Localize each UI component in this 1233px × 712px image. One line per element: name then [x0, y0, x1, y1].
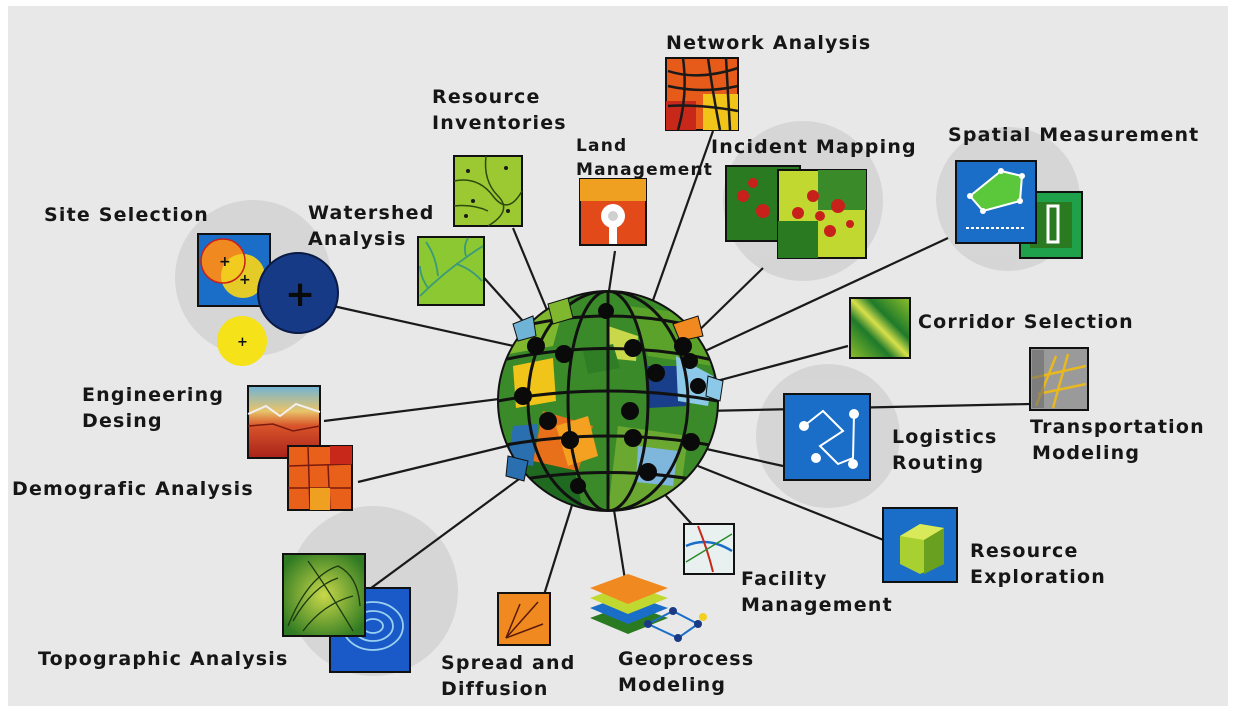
label-line: Routing	[892, 452, 985, 474]
census-blocks-icon	[287, 445, 353, 511]
label-incident-mapping: Incident Mapping	[711, 134, 917, 160]
subsurface-cube-icon	[882, 507, 958, 583]
label-line: Resource	[432, 86, 541, 108]
road-network-3d-icon	[1029, 347, 1089, 411]
label-line: Geoprocess	[618, 648, 755, 670]
route-stops-icon	[783, 393, 871, 481]
label-line: Engineering	[82, 384, 225, 406]
label-line: Topographic Analysis	[38, 648, 289, 670]
label-spatial-measurement: Spatial Measurement	[948, 122, 1199, 148]
label-line: Modeling	[1032, 442, 1141, 464]
label-corridor-selection: Corridor Selection	[918, 309, 1134, 335]
label-line: Network Analysis	[666, 32, 872, 54]
measurement-polygon-icon	[955, 160, 1083, 259]
label-line: Demografic Analysis	[12, 478, 254, 500]
buffer-circles-icon: + + + +	[197, 233, 339, 366]
label-line: Facility	[741, 568, 828, 590]
contour-map-icon	[282, 553, 411, 673]
label-demografic-analysis: Demografic Analysis	[12, 476, 254, 502]
label-network-analysis: Network Analysis	[666, 30, 871, 56]
label-line: Incident Mapping	[711, 136, 917, 158]
label-line: Land	[576, 136, 628, 156]
diagram-canvas: + + + +	[8, 6, 1228, 706]
label-line: Logistics	[892, 426, 998, 448]
label-line: Modeling	[618, 674, 727, 696]
label-line: Management	[741, 594, 893, 616]
label-line: Resource	[970, 540, 1079, 562]
svg-text:+: +	[285, 274, 315, 315]
incident-dots-map-icon	[725, 165, 867, 259]
label-line: Corridor Selection	[918, 311, 1134, 333]
diagram-artwork: + + + +	[175, 57, 1089, 676]
keyhole-parcel-icon	[579, 178, 647, 246]
label-line: Exploration	[970, 566, 1106, 588]
label-line: Desing	[82, 410, 163, 432]
parcel-map-icon	[453, 155, 523, 227]
globe-icon	[497, 290, 724, 512]
svg-text:+: +	[237, 335, 248, 350]
street-grid-map-icon	[665, 57, 739, 131]
label-line: Spatial Measurement	[948, 124, 1200, 146]
river-network-icon	[417, 236, 485, 306]
label-topographic-analysis: Topographic Analysis	[38, 646, 289, 672]
layer-stack-icon	[590, 574, 707, 642]
utility-lines-icon	[683, 523, 735, 575]
corridor-band-icon	[849, 297, 911, 359]
label-line: Inventories	[432, 112, 567, 134]
label-line: Spread and	[441, 652, 576, 674]
label-line: Analysis	[308, 228, 407, 250]
label-site-selection: Site Selection	[44, 202, 209, 228]
svg-text:+: +	[239, 272, 251, 288]
svg-text:+: +	[219, 254, 231, 270]
label-line: Management	[576, 160, 714, 180]
label-line: Watershed	[308, 202, 435, 224]
diffusion-arrows-icon	[497, 592, 551, 646]
label-line: Site Selection	[44, 204, 209, 226]
label-line: Diffusion	[441, 678, 549, 700]
label-line: Transportation	[1030, 416, 1205, 438]
